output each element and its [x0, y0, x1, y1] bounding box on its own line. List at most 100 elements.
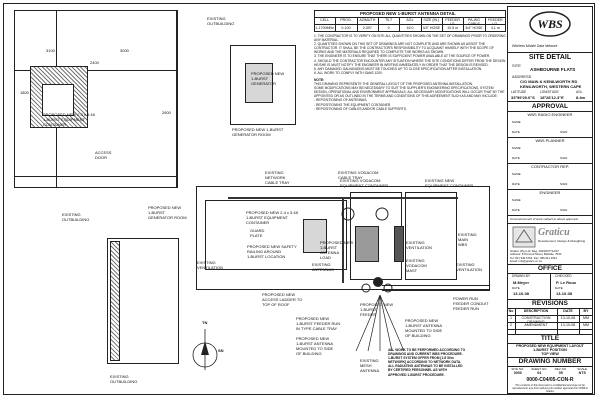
inner-roof-outline [205, 200, 347, 270]
existing-wbs-label: EXISTING MAIN WBS [458, 232, 477, 247]
drawing-number-column-label: REV NO. [554, 367, 567, 371]
note-bullet: - REPOSITIONING OF CABLES AND/OR CABLE S… [314, 106, 407, 111]
power-run-line [382, 290, 490, 291]
header-table-cell: 3/4" HOSE [422, 26, 441, 30]
note-lead: THIS DRAWING REPRESENTS THE GENERAL LAYO… [314, 82, 473, 87]
new-container-label: EXISTING NEW EQUIPMENT CONTAINER [425, 178, 474, 188]
table-column-divider [442, 17, 443, 32]
antenna-detail-table [314, 10, 506, 32]
note-heading: NOTE: [314, 77, 325, 82]
antenna-symbols [341, 207, 393, 293]
antenna-circle [383, 283, 393, 293]
antenna-mast-label: PROPOSED NEW 1-BURST ANTENNA MOUNTED TO … [296, 336, 334, 356]
antenna-beam-fan [355, 295, 405, 352]
existing-outbuilding-label: EXISTING OUTBUILDING [62, 212, 90, 222]
existing-outbuilding-label: EXISTING OUTBUILDING [207, 16, 235, 26]
header-column-label: FEEDER LG. [488, 18, 503, 26]
commencement-note: Commencement of work subject to above ap… [510, 217, 578, 221]
revision-cell: 2 [510, 323, 512, 327]
site-detail-heading: SITE DETAIL [528, 54, 572, 61]
access-door-label: ACCESS DOOR [95, 150, 112, 160]
address-value: C/O MAIN & KENILWORTH RD KENILWORTH, WES… [520, 79, 582, 89]
outbuilding-box [107, 238, 179, 364]
cable-tray-label: EXISTING NETWORK CABLE TRAY [265, 170, 290, 185]
tb-divider [507, 357, 593, 358]
container-box [42, 84, 74, 116]
safety-railing-label: PROPOSED NEW SAFETY RAILING AROUND 1-BUR… [247, 244, 297, 259]
date-label: DATE [512, 182, 520, 186]
note-item: 2. QUANTITIES SHOWN ON THIS SET OF DRAWI… [314, 42, 494, 55]
tb-divider [507, 264, 593, 265]
approval-heading: APPROVAL [531, 103, 569, 110]
date-label: DATE [512, 156, 520, 160]
tb-divider [507, 52, 593, 53]
revision-cell: MM [583, 323, 589, 327]
new-container [405, 192, 457, 280]
tb-divider [507, 366, 593, 367]
sn-label: SN [218, 348, 224, 353]
checked-date: 13-10-08 [556, 291, 573, 296]
checked-label: CHECKED [555, 274, 572, 278]
revision-row-divider [507, 315, 593, 316]
north-arrow [192, 329, 218, 370]
header-table-cell: 1-1700MHz [315, 26, 334, 30]
existing-outbuilding-label-2: EXISTING OUTBUILDING [110, 374, 138, 384]
dim-line [14, 70, 178, 71]
revision-column-label: No [508, 309, 514, 313]
engineer: ENGINEER [539, 190, 561, 195]
drawing-number-cell: 0000 [513, 371, 522, 375]
drawing-number-column-label: SITE NO. [511, 367, 525, 371]
title-block [507, 6, 593, 394]
feeder-run-label: PROPOSED NEW 1-BURST FEEDER RUN IN TYPE … [296, 316, 341, 331]
revision-column-label: DESCRIPTION [523, 309, 549, 313]
drawing-number-cell: 05 [558, 371, 563, 375]
office-heading: OFFICE [537, 265, 563, 272]
name-label: NAME [512, 146, 521, 150]
address-label: ADDRESS [512, 74, 532, 79]
tb-divider [507, 343, 593, 344]
note-item: 6. ALL WORK TO COMPLY WITH SANS 1200. [314, 70, 383, 75]
drawn-date: 13-10-08 [513, 291, 530, 296]
power-run-line [382, 285, 490, 286]
bottom-notes: ALL WORK TO BE PERFORMED ACCORDING TO DR… [388, 348, 466, 377]
drawing-number-cell: NTS [578, 371, 586, 375]
tb-divider [507, 215, 593, 216]
logo-tagline: Wireless Mobile Data Network [512, 44, 558, 48]
wbs-planner: WBS PLANNER [535, 138, 565, 143]
table-divider [314, 24, 506, 25]
note-mod: SOME MODIFICATIONS MAY BE NECESSARY TO S… [314, 86, 505, 99]
dim-label: 3000 [120, 48, 129, 53]
graticu-logo-icon [512, 226, 536, 248]
date-label: DATE [512, 208, 520, 212]
dim-label: 3100 [46, 48, 55, 53]
wall-line [176, 10, 177, 188]
header-table-cell: 2-397 [362, 26, 372, 30]
lat-label: LATITUDE [511, 90, 527, 94]
sign-label: SIGN [560, 130, 568, 134]
existing-antennas-label: EXISTING ANTENNAS [312, 262, 334, 272]
revision-cell: AMENDMENT [524, 323, 548, 327]
feeder-run [342, 197, 344, 283]
drawing-number-column-label: SHEET NO. [531, 367, 548, 371]
site-name-label: SITE [512, 63, 521, 68]
mast-plan [394, 226, 404, 262]
tb-divider [507, 308, 593, 309]
name-label: NAME [512, 120, 521, 124]
header-table-cell: 3/4" HOSE [465, 26, 483, 30]
latitude-value: 33°59'29.0"S [511, 95, 535, 100]
table-column-divider [378, 17, 379, 32]
tb-divider [507, 189, 593, 190]
revision-column-label: BY [583, 309, 589, 313]
existing-ventilation-2-label: EXISTING VENTILATION [197, 260, 223, 270]
note-item: 1. THE CONTRACTOR IS TO VERIFY ON SITE A… [314, 34, 506, 43]
note-item: 4. SHOULD THE CONTRACTOR ENCOUNTER ANY S… [314, 58, 506, 67]
revisions-heading: REVISIONS [532, 300, 568, 307]
container-label: PROPOSED NEW 2.4 x 3.48 1-BURST EQUIPMEN… [43, 112, 95, 127]
date-label: DATE [512, 286, 520, 290]
name-label: NAME [512, 198, 521, 202]
revision-cell: 1 [510, 316, 512, 320]
header-column-label: AZIMUTH [359, 18, 376, 22]
antenna-plan [355, 226, 379, 262]
longitude-value: 18°28'12.3"E [540, 95, 564, 100]
note-bullet: - REPOSITIONING OF ANTENNAS. [314, 98, 368, 103]
